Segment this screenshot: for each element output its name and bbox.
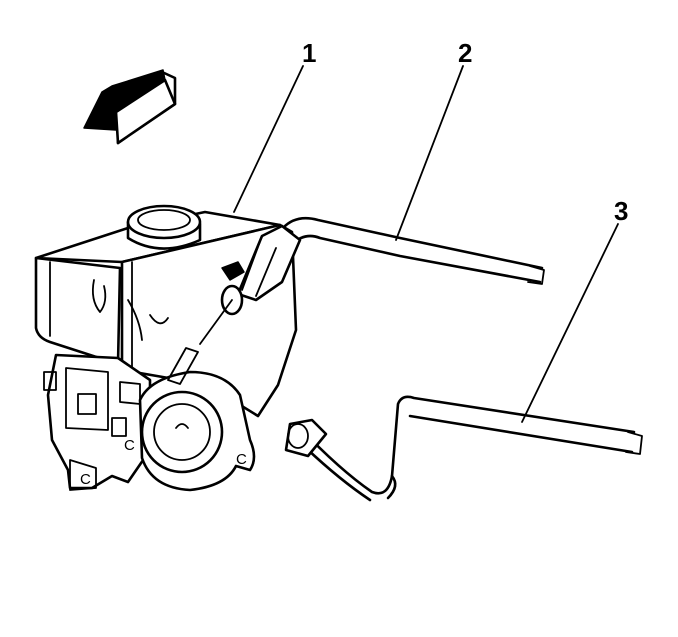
pressure-hose <box>167 347 643 502</box>
clip-mark: C <box>80 471 91 488</box>
clip-mark: C <box>124 437 135 454</box>
callout-3: 3 <box>614 196 628 226</box>
leader-line-1 <box>233 65 304 213</box>
leader-line-2 <box>395 65 464 241</box>
callout-1: 1 <box>302 38 316 68</box>
reservoir-cap <box>126 204 202 250</box>
leader-lines <box>233 65 619 423</box>
pump-body: C <box>43 353 152 491</box>
pump-pulley: C C <box>111 370 256 492</box>
return-hose <box>199 216 545 345</box>
callout-2: 2 <box>458 38 472 68</box>
direction-arrow-icon <box>83 69 177 145</box>
clip-mark: C <box>236 451 247 468</box>
leader-line-3 <box>521 223 619 423</box>
